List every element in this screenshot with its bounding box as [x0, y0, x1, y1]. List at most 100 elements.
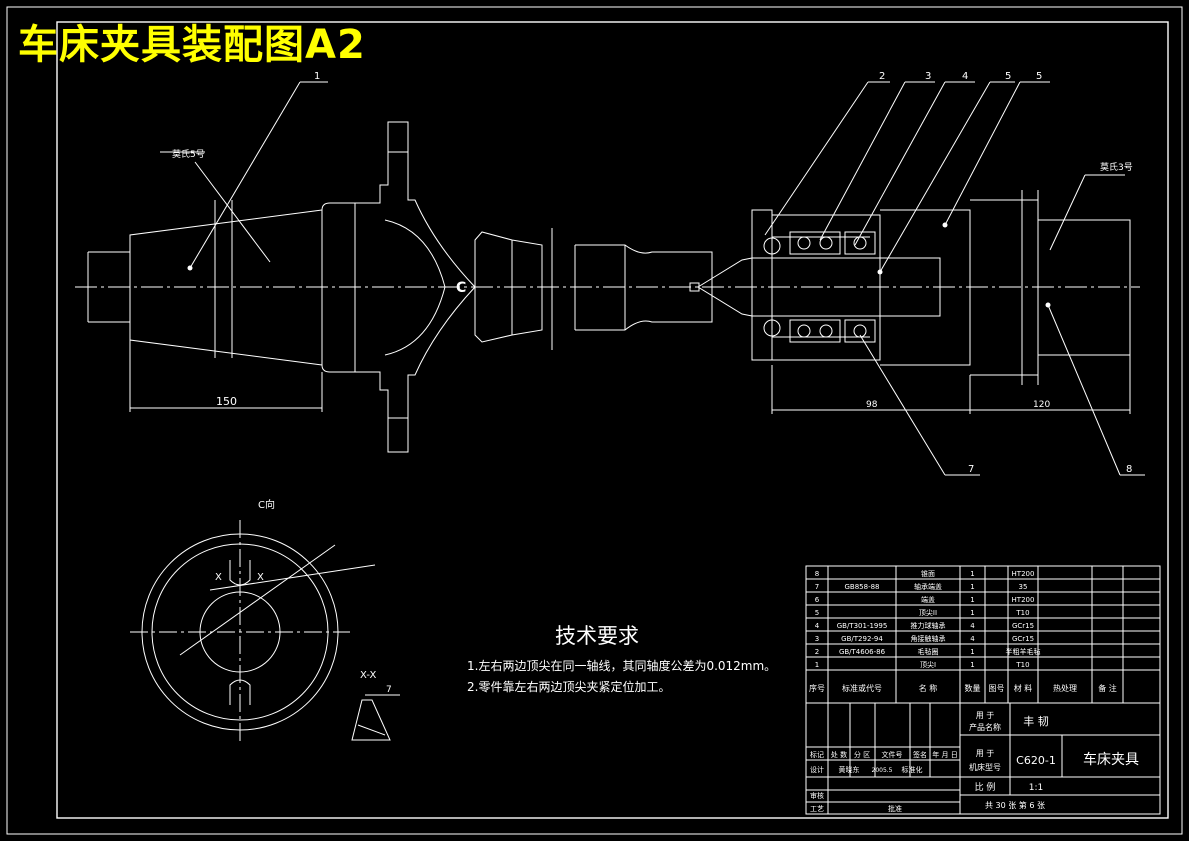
- parts-cell: 1: [970, 570, 974, 578]
- product-value: 丰 韧: [1023, 715, 1049, 728]
- revision-header: 年 月 日: [932, 750, 957, 759]
- design-label: 设计: [810, 765, 824, 774]
- view-c-marker: C: [456, 280, 466, 296]
- parts-cell: 1: [970, 661, 974, 669]
- parts-cell: 6: [815, 596, 820, 604]
- leader-label-1: 1: [314, 71, 320, 82]
- parts-header: 备 注: [1098, 683, 1117, 693]
- parts-header: 数量: [965, 683, 981, 693]
- leader-dot-1: [187, 265, 193, 271]
- leader-label-8: 8: [1126, 464, 1132, 475]
- parts-cell: 1: [970, 648, 974, 656]
- parts-cell: GCr15: [1012, 622, 1034, 630]
- parts-cell: HT200: [1012, 570, 1035, 578]
- parts-cell: 4: [815, 622, 820, 630]
- parts-cell: 轴承端盖: [914, 582, 942, 591]
- parts-header: 图号: [989, 684, 1005, 693]
- revision-header: 文件号: [882, 750, 903, 759]
- section-xx-detail: [351, 694, 400, 741]
- parts-cell: GB/T292-94: [841, 635, 883, 643]
- tech-item: 1.左右两边顶尖在同一轴线，其同轴度公差为0.012mm。: [467, 659, 777, 673]
- machine-value: C620-1: [1016, 754, 1056, 767]
- parts-cell: 锥面: [921, 569, 935, 578]
- drawing-name: 车床夹具: [1083, 751, 1139, 768]
- parts-cell: 35: [1019, 583, 1028, 591]
- leader-dot-6: [942, 222, 948, 228]
- parts-cell: 1: [815, 661, 819, 669]
- parts-header: 标准或代号: [842, 683, 882, 693]
- parts-cell: 1: [970, 609, 974, 617]
- parts-cell: GB858-88: [844, 583, 879, 591]
- design-date: 2005.5: [872, 767, 893, 774]
- dim-7: 7: [386, 685, 392, 695]
- page-title: 车床夹具装配图A2: [18, 22, 366, 68]
- dim-150: 150: [216, 395, 237, 408]
- scale-value: 1:1: [1029, 783, 1043, 793]
- approve-label: 批准: [888, 804, 902, 813]
- parts-cell: 3: [815, 635, 819, 643]
- parts-cell: 半粗羊毛毡: [1006, 647, 1041, 656]
- leader-label-5a: 5: [1005, 71, 1011, 82]
- leader-dot-8: [1045, 302, 1051, 308]
- parts-cell: 7: [815, 583, 819, 591]
- leader-label-2: 2: [879, 71, 885, 82]
- revision-header: 处 数: [831, 750, 847, 759]
- product-name-label: 产品名称: [969, 722, 1001, 732]
- parts-cell: 8: [815, 570, 819, 578]
- section-x-right: X: [257, 572, 264, 583]
- parts-cell: T10: [1015, 609, 1029, 617]
- leader-label-4: 4: [962, 71, 968, 82]
- used-for-label: 用 于: [976, 711, 995, 720]
- parts-cell: 端盖: [921, 595, 935, 604]
- revision-header: 分 区: [854, 750, 870, 759]
- scale-label: 比 例: [975, 781, 996, 793]
- parts-cell: 角接触轴承: [911, 634, 946, 643]
- sheet-count: 共 30 张 第 6 张: [985, 800, 1045, 810]
- parts-cell: GB/T4606-86: [839, 648, 886, 656]
- parts-cell: 推力球轴承: [911, 621, 946, 630]
- leader-dot-5: [877, 269, 883, 275]
- parts-cell: 4: [970, 622, 975, 630]
- dim-98: 98: [866, 400, 878, 410]
- designer-name: 黄晓东: [839, 765, 860, 774]
- parts-cell: 顶尖I: [920, 660, 936, 669]
- tech-item: 2.零件靠左右两边顶尖夹紧定位加工。: [467, 680, 671, 694]
- outer-frame: [6, 6, 1183, 835]
- process-label: 工艺: [810, 805, 824, 813]
- left-assembly: [75, 121, 1140, 453]
- machine-model-label: 机床型号: [969, 762, 1001, 772]
- parts-cell: 1: [970, 596, 974, 604]
- revision-header: 标记: [810, 750, 824, 759]
- morse-3-label: 莫氏3号: [1100, 161, 1133, 173]
- morse-5-label: 莫氏5号: [172, 148, 205, 160]
- parts-cell: 5: [815, 609, 819, 617]
- leader-lines: [160, 81, 1145, 476]
- section-xx-label: X-X: [360, 670, 376, 681]
- dim-120: 120: [1033, 400, 1050, 410]
- leader-label-3: 3: [925, 71, 931, 82]
- parts-cell: 顶尖II: [919, 608, 937, 617]
- parts-cell: 2: [815, 648, 819, 656]
- section-c-view: [130, 520, 376, 745]
- parts-header: 热处理: [1053, 683, 1077, 693]
- technical-requirements: 技术要求 1.左右两边顶尖在同一轴线，其同轴度公差为0.012mm。 2.零件靠…: [467, 620, 776, 698]
- right-assembly: [697, 190, 1131, 414]
- parts-cell: T10: [1015, 661, 1029, 669]
- section-c-label: C向: [258, 498, 275, 511]
- parts-cell: GCr15: [1012, 635, 1034, 643]
- tech-heading: 技术要求: [555, 624, 639, 648]
- leader-label-7: 7: [968, 464, 974, 475]
- parts-header: 序号: [809, 683, 825, 693]
- parts-header: 名 称: [919, 683, 938, 693]
- revision-header: 签名: [913, 750, 927, 759]
- parts-cell: 毛毡圈: [918, 647, 939, 656]
- parts-header: 材 料: [1014, 683, 1033, 693]
- parts-cell: 4: [970, 635, 975, 643]
- parts-list-grid: [805, 565, 1161, 815]
- inner-frame: [56, 21, 1169, 819]
- used-for-label-2: 用 于: [976, 749, 995, 758]
- section-x-left: X: [215, 572, 222, 583]
